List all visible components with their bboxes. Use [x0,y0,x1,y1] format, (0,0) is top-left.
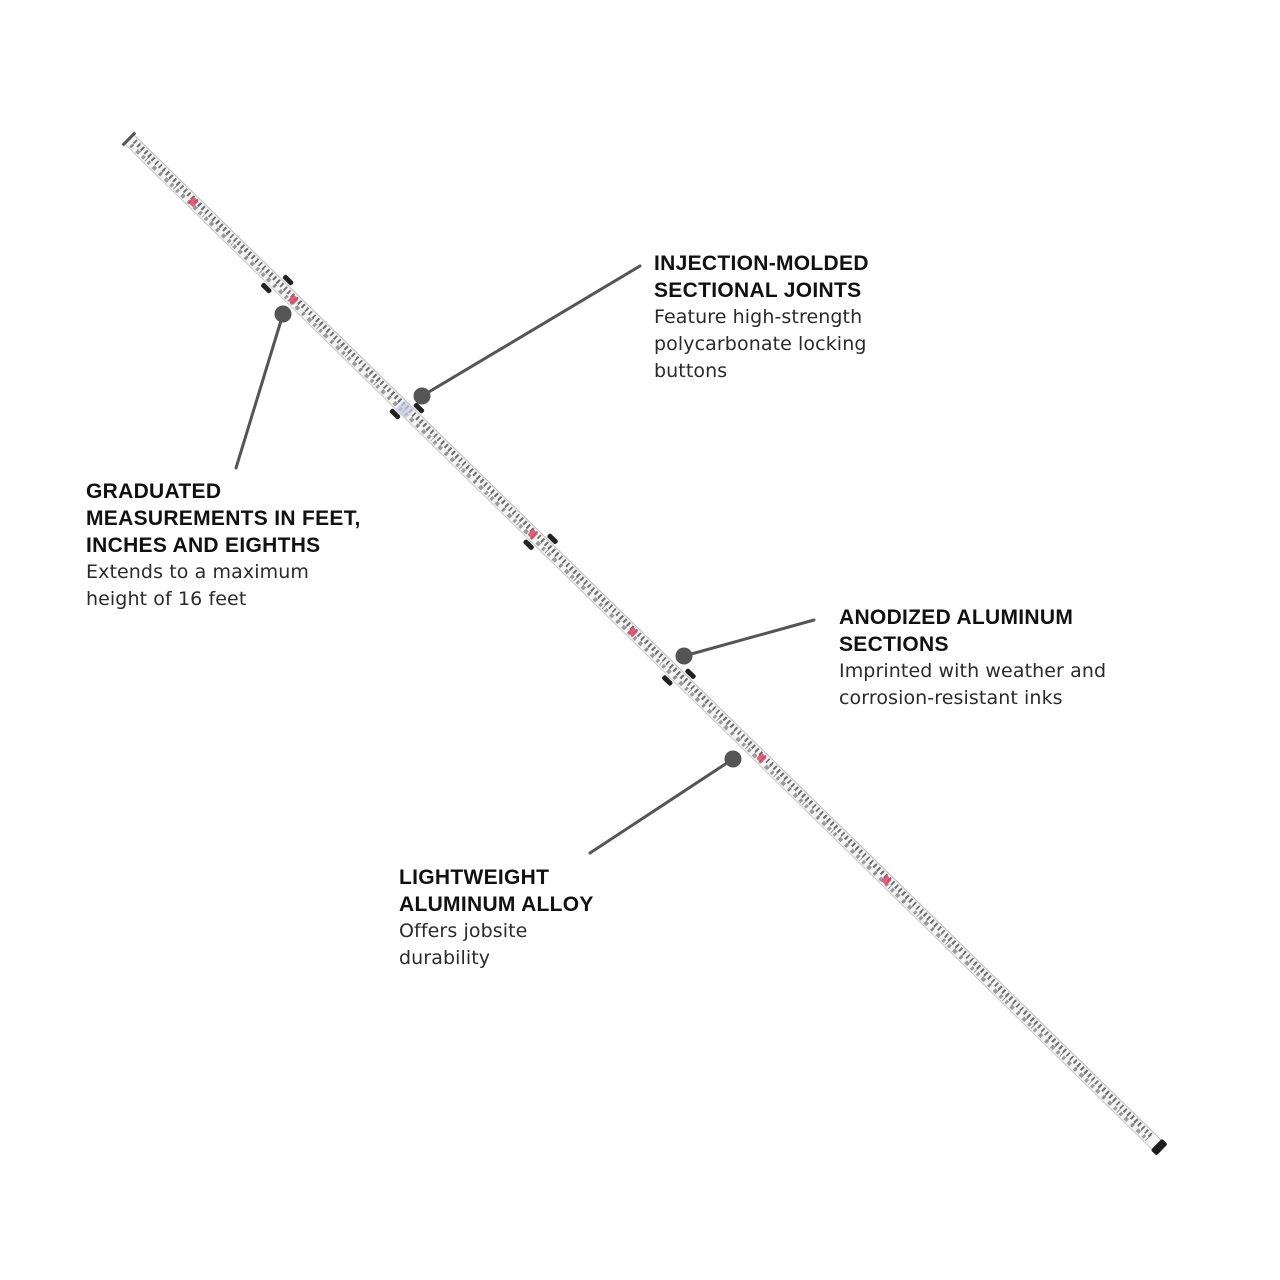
callout-description: Offers jobsite durability [399,920,528,969]
callout-description: Feature high-strength polycarbonate lock… [654,306,867,382]
callout-lightweight-alloy: LIGHTWEIGHT ALUMINUM ALLOY Offers jobsit… [399,864,594,972]
callout-anodized-sections: ANODIZED ALUMINUM SECTIONS Imprinted wit… [839,604,1106,712]
callout-title: LIGHTWEIGHT ALUMINUM ALLOY [399,866,594,916]
callout-description: Imprinted with weather and corrosion-res… [839,660,1107,709]
callout-graduated-measurements: GRADUATED MEASUREMENTS IN FEET, INCHES A… [86,478,361,613]
rod-foot-cap [1150,1138,1168,1156]
callout-description: Extends to a maximum height of 16 feet [86,561,309,610]
callout-title: GRADUATED MEASUREMENTS IN FEET, INCHES A… [86,480,361,557]
callout-sectional-joints: INJECTION-MOLDED SECTIONAL JOINTS Featur… [654,250,869,385]
callout-title: ANODIZED ALUMINUM SECTIONS [839,606,1074,656]
callout-title: INJECTION-MOLDED SECTIONAL JOINTS [654,252,869,302]
